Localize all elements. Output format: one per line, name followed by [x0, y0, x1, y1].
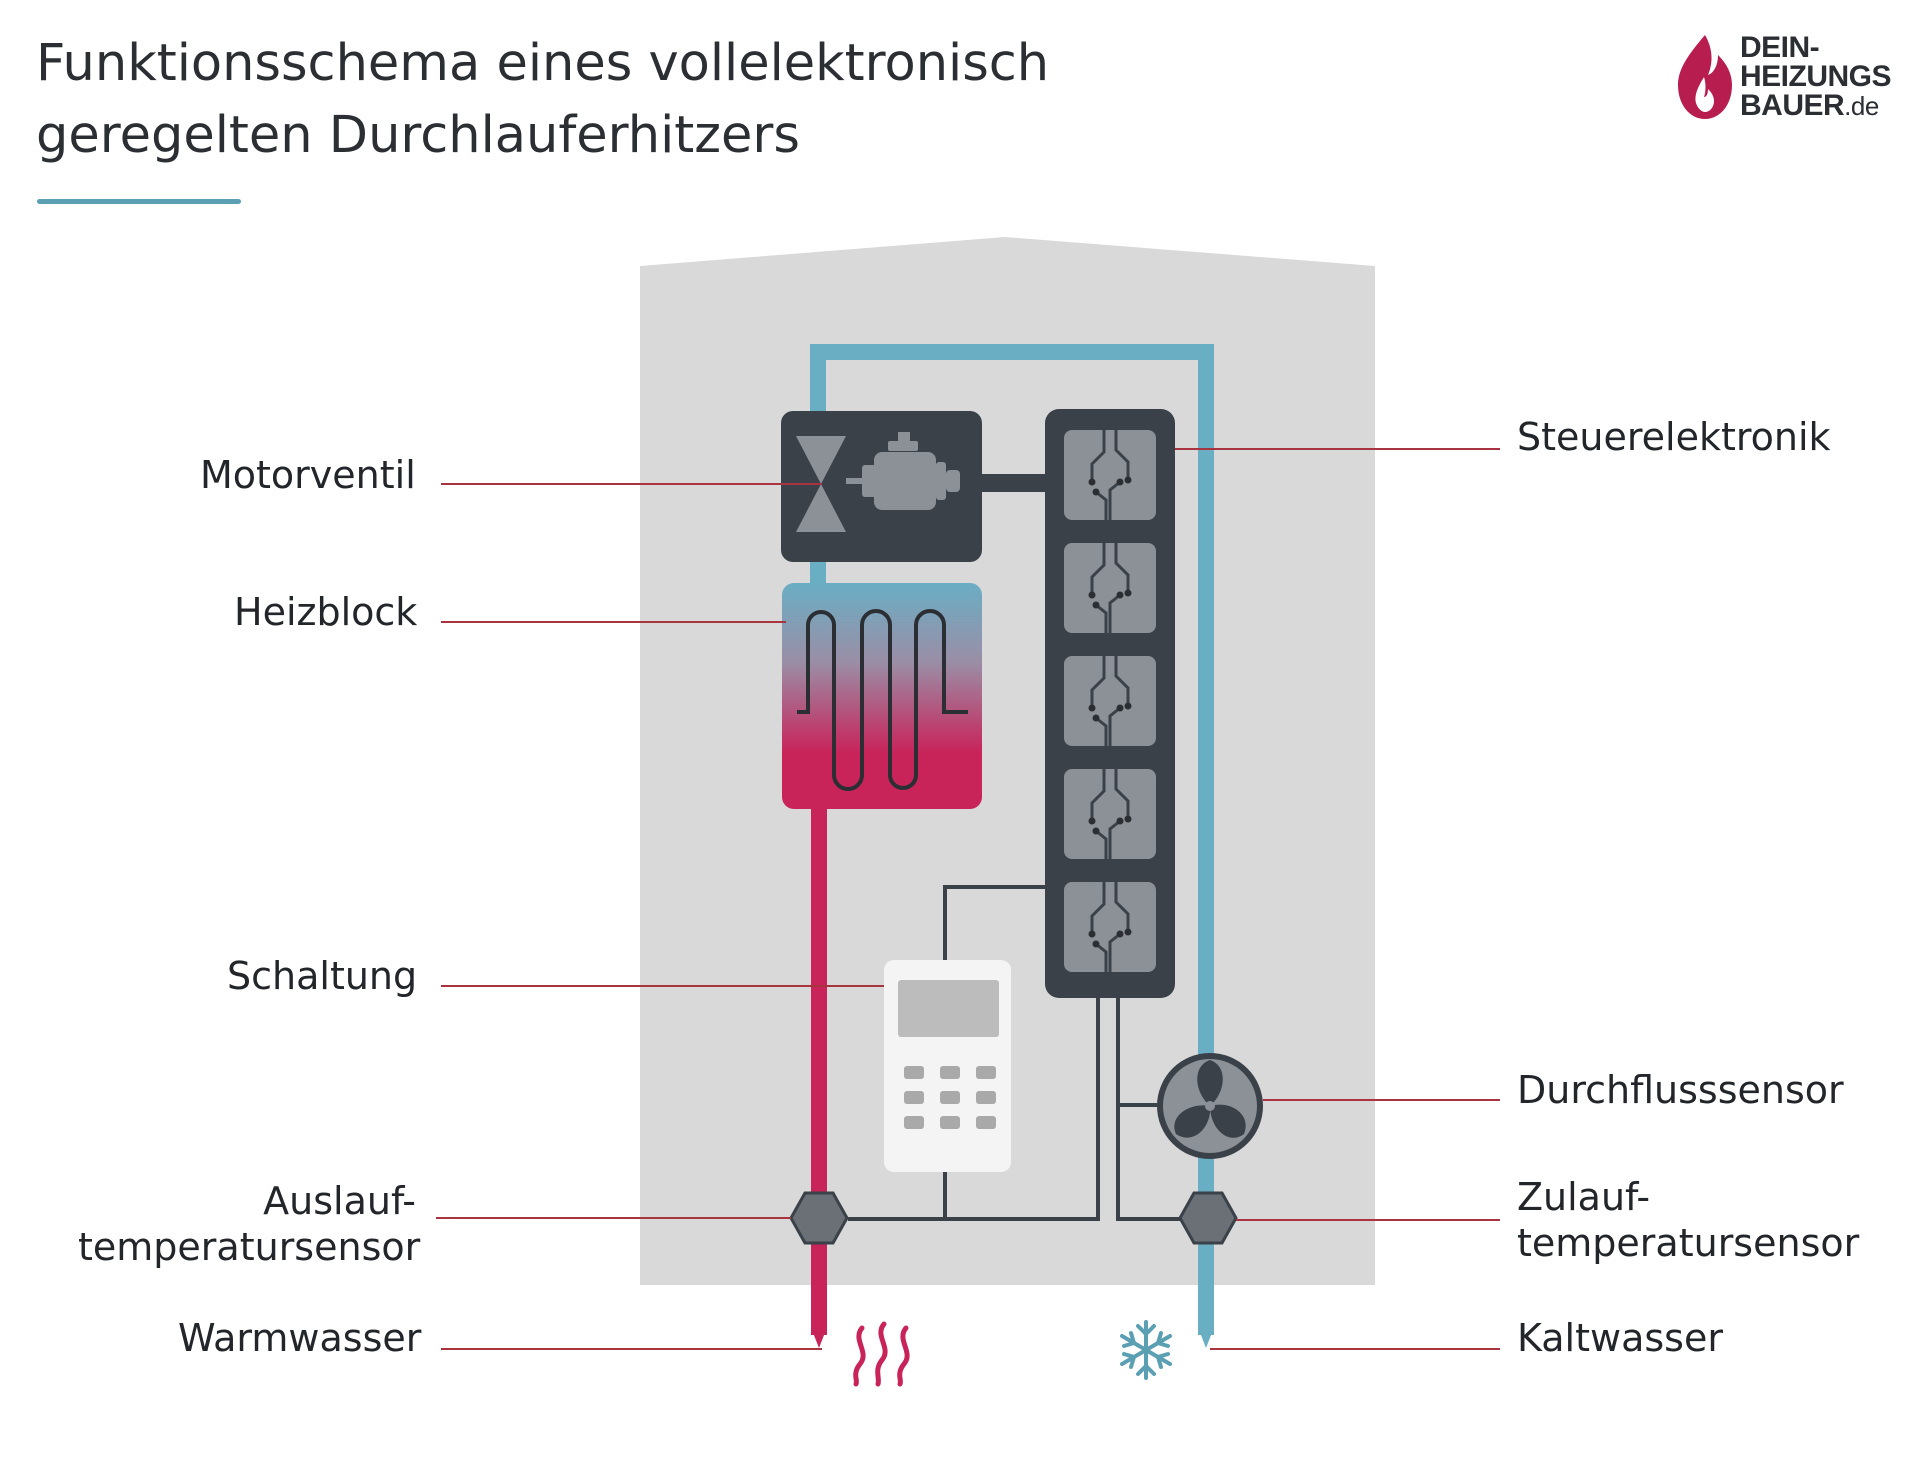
circuit-module-5 — [1064, 882, 1156, 972]
motor-icon — [846, 432, 960, 510]
circuit-pad — [1124, 589, 1132, 597]
circuit-pad — [1092, 940, 1100, 948]
circuit-pad — [1092, 488, 1100, 496]
logo-line-1: DEIN- — [1740, 31, 1820, 64]
label-motorventil: Motorventil — [200, 453, 416, 497]
circuit-pad — [1116, 704, 1124, 712]
title-line-2: geregelten Durchlauferhitzers — [36, 106, 800, 165]
panel-button — [940, 1116, 960, 1129]
panel-button — [976, 1116, 996, 1129]
label-heizblock: Heizblock — [234, 590, 418, 634]
circuit-pad — [1116, 478, 1124, 486]
circuit-traces-4 — [1090, 769, 1130, 859]
label-kaltwasser: Kaltwasser — [1517, 1316, 1723, 1360]
circuit-pad — [1088, 591, 1096, 599]
leader-lines — [436, 448, 1500, 1350]
snowflake-icon — [1120, 1320, 1172, 1380]
circuit-traces-3 — [1090, 656, 1130, 746]
brand-logo: DEIN- HEIZUNGS BAUER.de — [1674, 33, 1894, 128]
circuit-pad — [1088, 817, 1096, 825]
label-auslauf-line-2: temperatursensor — [78, 1225, 421, 1269]
heating-coil — [797, 609, 968, 791]
circuit-module-1 — [1064, 430, 1156, 520]
circuit-traces-5 — [1090, 882, 1130, 972]
title-underline — [37, 199, 241, 204]
control-modules — [1064, 430, 1156, 972]
label-steuerelektronik: Steuerelektronik — [1517, 415, 1831, 459]
panel-button — [976, 1091, 996, 1104]
inlet-temperature-sensor-icon — [1178, 1191, 1238, 1245]
title-line-1: Funktionsschema eines vollelektronisch — [36, 34, 1050, 93]
circuit-pad — [1092, 601, 1100, 609]
panel-buttons — [904, 1066, 996, 1129]
circuit-pad — [1092, 827, 1100, 835]
circuit-traces-1 — [1090, 430, 1130, 520]
circuit-module-2 — [1064, 543, 1156, 633]
panel-button — [904, 1116, 924, 1129]
circuit-pad — [1088, 704, 1096, 712]
circuit-pad — [1116, 930, 1124, 938]
panel-button — [904, 1066, 924, 1079]
circuit-pad — [1092, 714, 1100, 722]
logo-line-3: BAUER — [1740, 89, 1845, 122]
circuit-module-4 — [1064, 769, 1156, 859]
heat-waves-icon — [853, 1321, 910, 1387]
label-zulauf-line-2: temperatursensor — [1517, 1221, 1860, 1265]
circuit-pad — [1124, 928, 1132, 936]
circuit-module-3 — [1064, 656, 1156, 746]
panel-button — [976, 1066, 996, 1079]
label-schaltung: Schaltung — [227, 954, 418, 998]
logo-suffix: .de — [1844, 91, 1879, 121]
signal-wiring — [848, 885, 1180, 1221]
label-warmwasser: Warmwasser — [178, 1316, 422, 1360]
panel-button — [940, 1066, 960, 1079]
flame-icon — [1678, 35, 1732, 119]
outlet-temperature-sensor-icon — [789, 1191, 849, 1245]
panel-display — [898, 980, 999, 1037]
label-zulauf-line-1: Zulauf- — [1517, 1175, 1651, 1219]
circuit-pad — [1116, 591, 1124, 599]
panel-button — [940, 1091, 960, 1104]
flow-sensor-icon — [1157, 1053, 1263, 1159]
label-zulauftemperatursensor: Zulauf- temperatursensor — [1517, 1174, 1859, 1266]
logo-wordmark: DEIN- HEIZUNGS BAUER.de — [1740, 31, 1892, 122]
label-durchflusssensor: Durchflusssensor — [1517, 1068, 1844, 1112]
logo-line-2: HEIZUNGS — [1740, 60, 1892, 93]
label-auslauftemperatursensor: Auslauf- temperatursensor — [78, 1178, 421, 1270]
circuit-pad — [1124, 815, 1132, 823]
circuit-traces-2 — [1090, 543, 1130, 633]
circuit-pad — [1124, 476, 1132, 484]
circuit-pad — [1088, 478, 1096, 486]
label-auslauf-line-1: Auslauf- — [263, 1179, 416, 1223]
panel-button — [904, 1091, 924, 1104]
page-title: Funktionsschema eines vollelektronisch g… — [36, 28, 1049, 172]
circuit-pad — [1124, 702, 1132, 710]
circuit-pad — [1116, 817, 1124, 825]
circuit-pad — [1088, 930, 1096, 938]
